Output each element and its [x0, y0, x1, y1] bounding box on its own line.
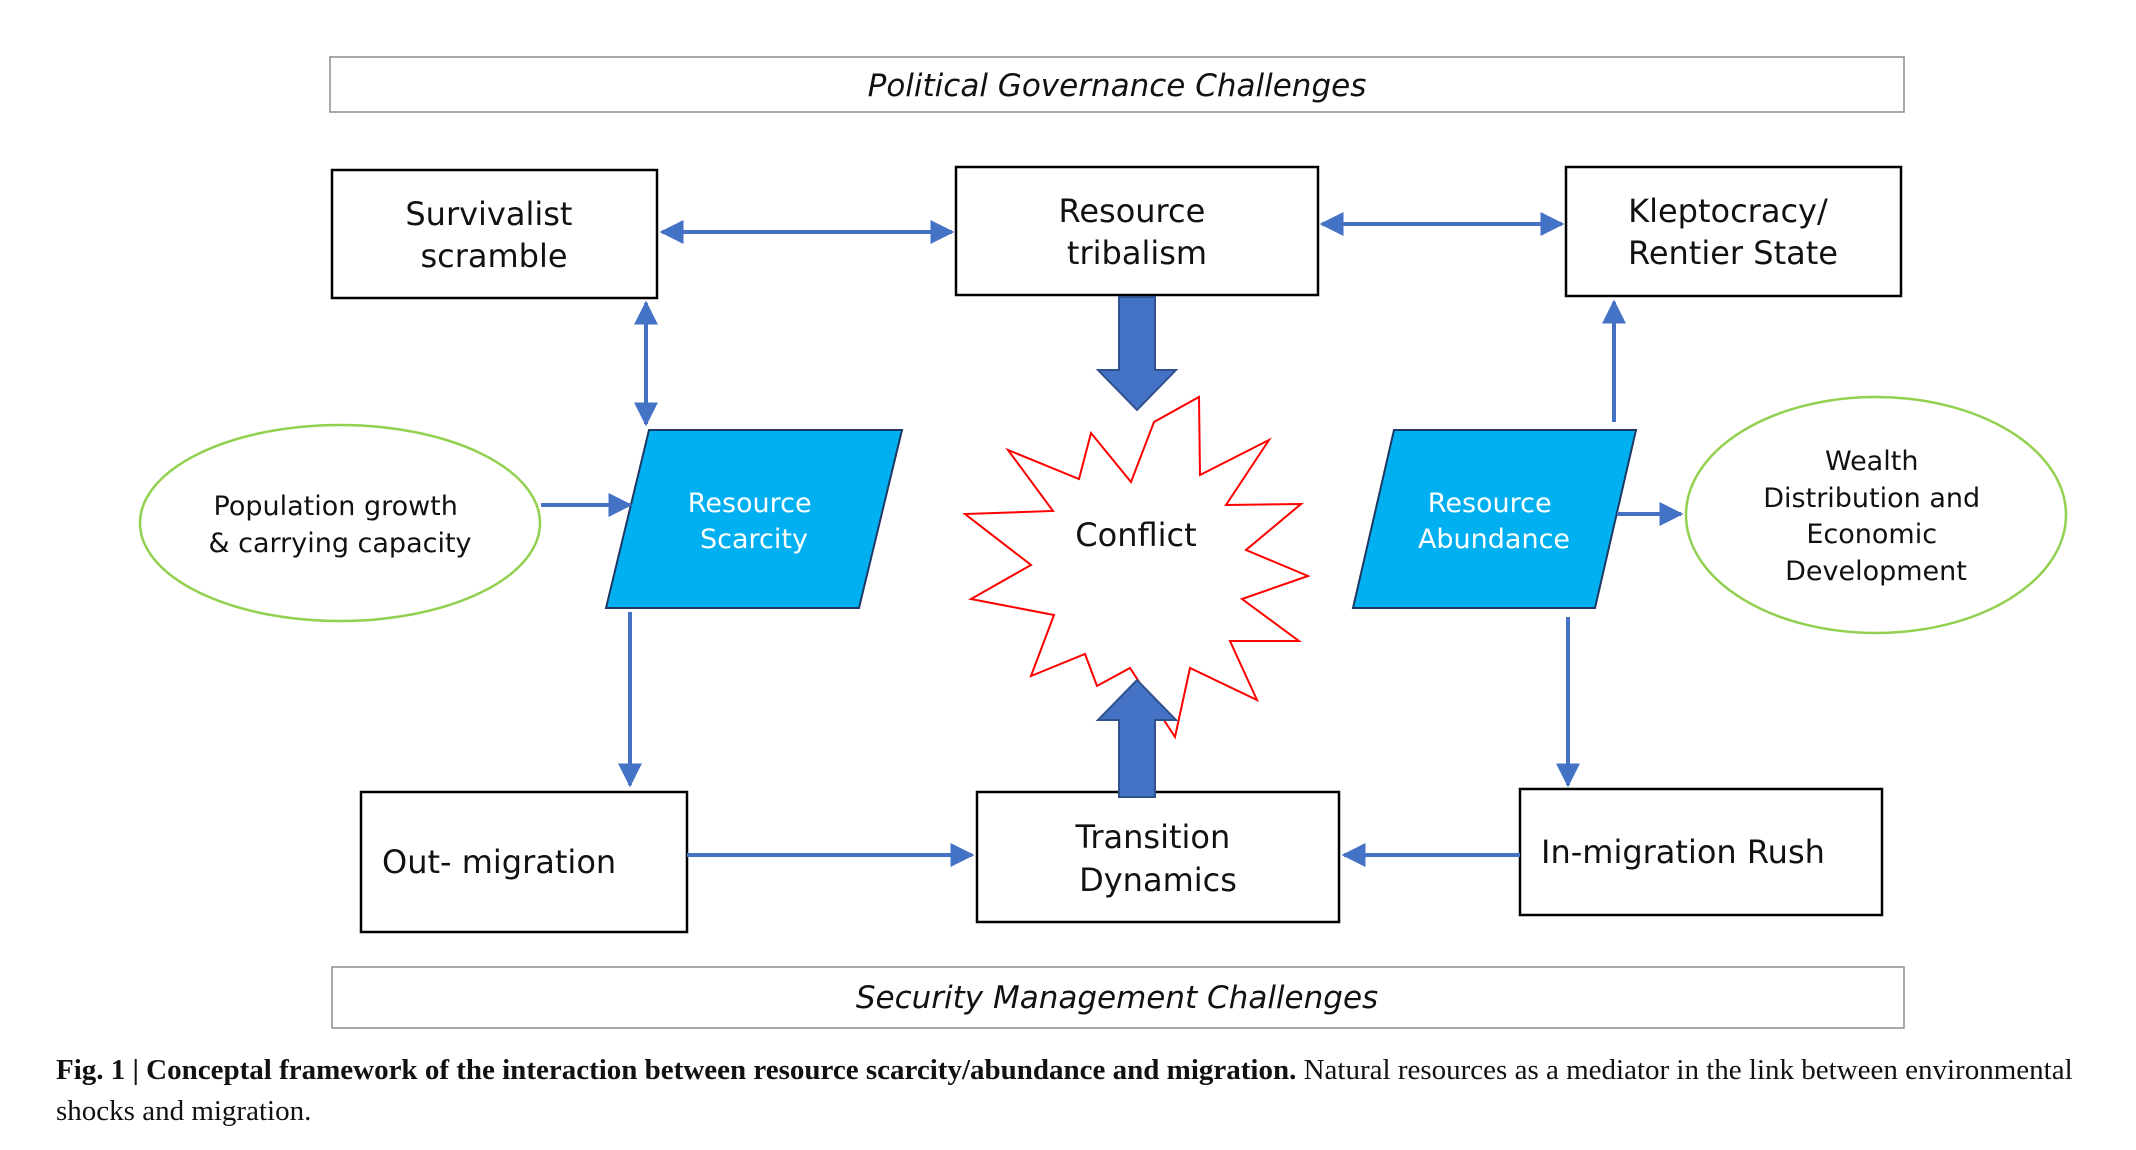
block-arrow-transition-conflict: [1095, 678, 1179, 798]
tribalism-line-1: Resource: [1059, 192, 1206, 230]
survivalist-line-2: scramble: [420, 237, 567, 275]
in-migration-label: In-migration Rush: [1541, 833, 1825, 871]
security-management-banner: Security Management Challenges: [331, 966, 1905, 1029]
svg-text:Resource tribalism: Resource tribalism: [1059, 192, 1216, 272]
security-management-label: Security Management Challenges: [856, 980, 1378, 1016]
conceptual-framework-diagram: Political Governance Challenges Survival…: [138, 56, 2068, 1029]
political-governance-banner: Political Governance Challenges: [329, 56, 1905, 113]
svg-text:Survivalist scramble: Survivalist scramble: [405, 195, 582, 275]
transition-line-2: Dynamics: [1079, 861, 1237, 899]
connector-arrows: [541, 212, 1684, 867]
svg-text:Resource Abundance: Resource Abundance: [1418, 488, 1570, 555]
population-line-2: & carrying capacity: [208, 528, 471, 559]
population-growth-oval: Population growth & carrying capacity: [138, 423, 542, 623]
out-migration-box: Out- migration: [359, 790, 689, 934]
conflict-label: Conflict: [1075, 516, 1196, 554]
in-migration-rush-box: In-migration Rush: [1518, 787, 1884, 917]
caption-title: Fig. 1 | Conceptal framework of the inte…: [56, 1054, 1297, 1086]
transition-line-1: Transition: [1075, 818, 1231, 856]
wealth-line-1: Wealth: [1825, 446, 1918, 477]
svg-text:Kleptocracy/ Rentier Sta: Kleptocracy/ Rentier State: [1628, 192, 1838, 272]
svg-text:Population growth & carr: Population growth & carrying capacity: [208, 491, 471, 559]
kleptocracy-line-2: Rentier State: [1628, 234, 1838, 272]
population-line-1: Population growth: [214, 491, 458, 522]
figure-caption: Fig. 1 | Conceptal framework of the inte…: [56, 1050, 2126, 1132]
caption-text: Natural resources as a mediator in the l…: [56, 1054, 2073, 1127]
tribalism-line-2: tribalism: [1067, 234, 1207, 272]
wealth-line-3: Economic: [1806, 519, 1937, 550]
political-governance-label: Political Governance Challenges: [868, 68, 1367, 104]
kleptocracy-line-1: Kleptocracy/: [1628, 192, 1828, 230]
resource-scarcity-node: Resource Scarcity: [604, 429, 904, 609]
abundance-line-1: Resource: [1428, 488, 1552, 519]
wealth-line-4: Development: [1785, 556, 1967, 587]
svg-text:Transition Dynamics: Transition Dynamics: [1075, 818, 1241, 899]
svg-text:Resource Scarcity: Resource Scarcity: [688, 488, 820, 555]
scarcity-line-1: Resource: [688, 488, 812, 519]
kleptocracy-box: Kleptocracy/ Rentier State: [1564, 165, 1903, 298]
out-migration-label: Out- migration: [382, 843, 616, 881]
svg-text:Wealth Distribution and: Wealth Distribution and Economic Develop…: [1763, 446, 1989, 587]
block-arrow-tribalism-conflict: [1095, 296, 1179, 412]
wealth-line-2: Distribution and: [1763, 483, 1980, 514]
resource-abundance-node: Resource Abundance: [1351, 429, 1638, 609]
transition-dynamics-box: Transition Dynamics: [975, 790, 1341, 924]
scarcity-line-2: Scarcity: [700, 524, 808, 555]
conflict-starburst: Conflict: [962, 395, 1311, 740]
wealth-distribution-oval: Wealth Distribution and Economic Develop…: [1684, 395, 2068, 635]
survivalist-line-1: Survivalist: [405, 195, 572, 233]
survivalist-scramble-box: Survivalist scramble: [330, 168, 659, 300]
resource-tribalism-box: Resource tribalism: [954, 165, 1320, 297]
abundance-line-2: Abundance: [1418, 524, 1570, 555]
